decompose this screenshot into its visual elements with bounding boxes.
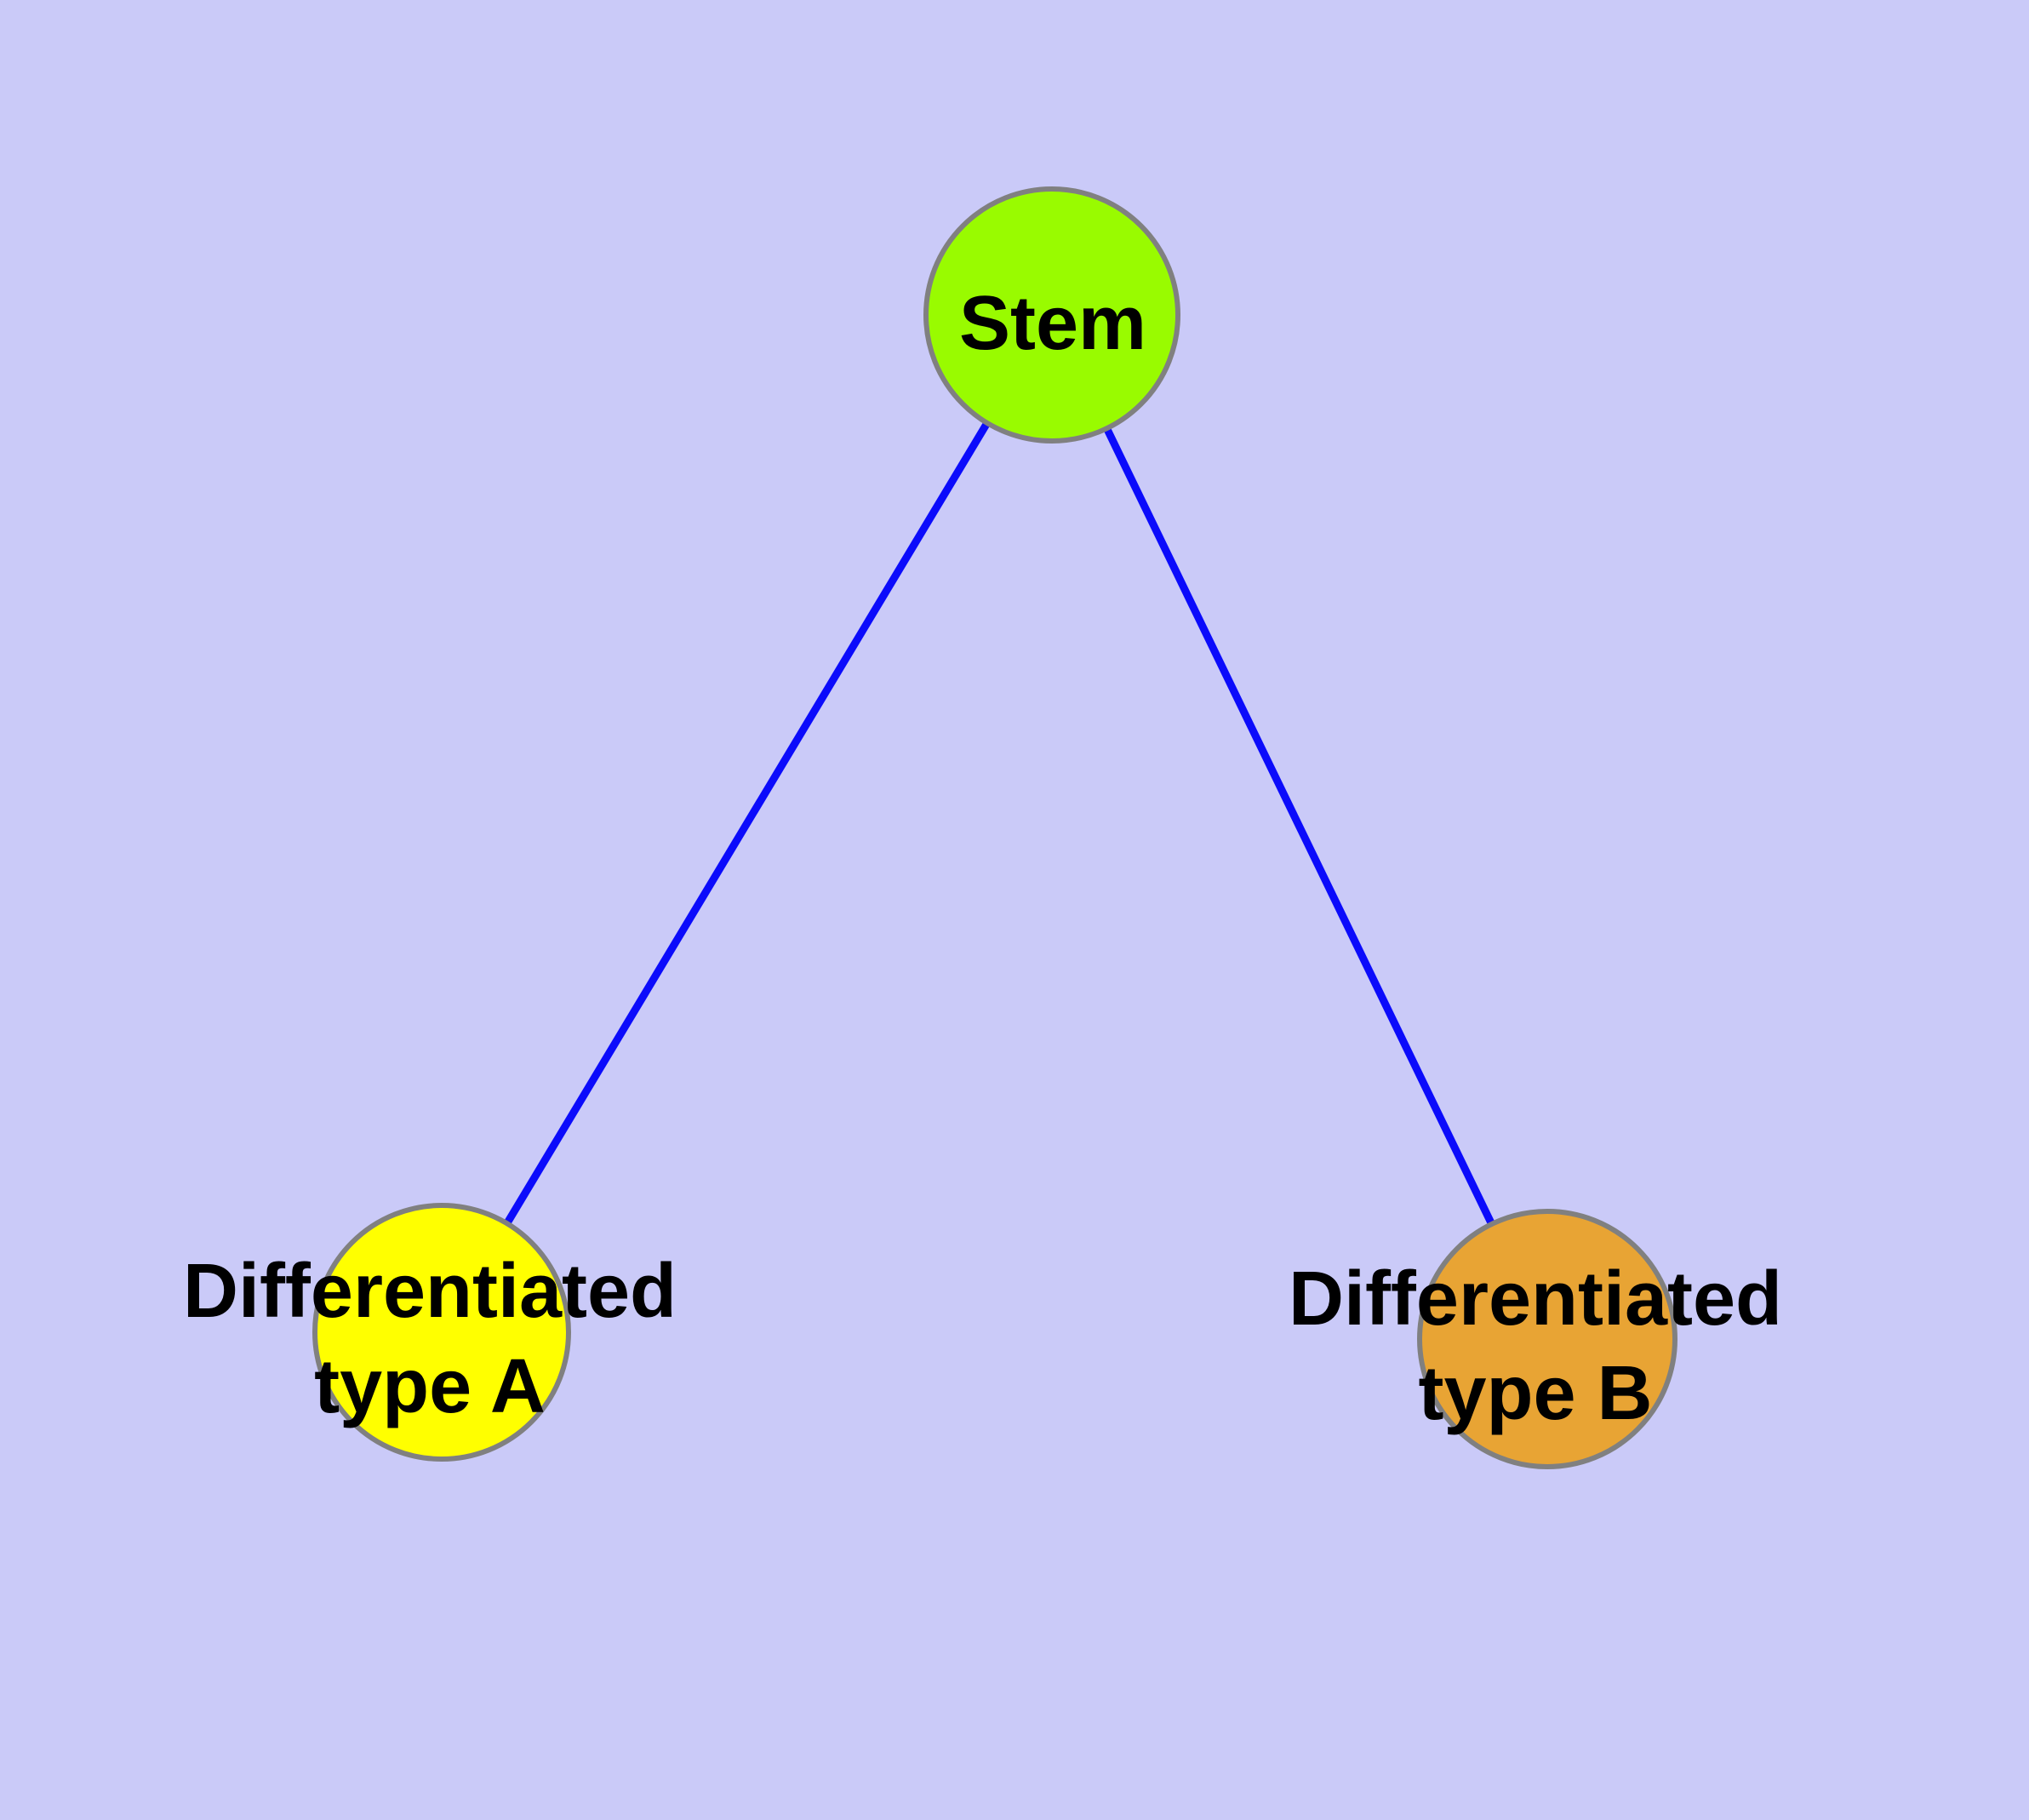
node-stem	[923, 186, 1180, 444]
node-stem-label: Stem	[959, 281, 1146, 366]
edge-stem-to-type-a	[438, 312, 1055, 1335]
edge-stem-to-type-b	[1048, 313, 1552, 1341]
node-type-a-label-line2: type A	[314, 1344, 546, 1429]
node-differentiated-type-a	[312, 1203, 571, 1462]
node-differentiated-type-b	[1417, 1209, 1677, 1469]
node-type-a-label-line1: Differentiated	[183, 1249, 677, 1334]
node-type-b-label-line2: type B	[1418, 1351, 1652, 1436]
node-type-b-label-line1: Differentiated	[1289, 1256, 1782, 1342]
